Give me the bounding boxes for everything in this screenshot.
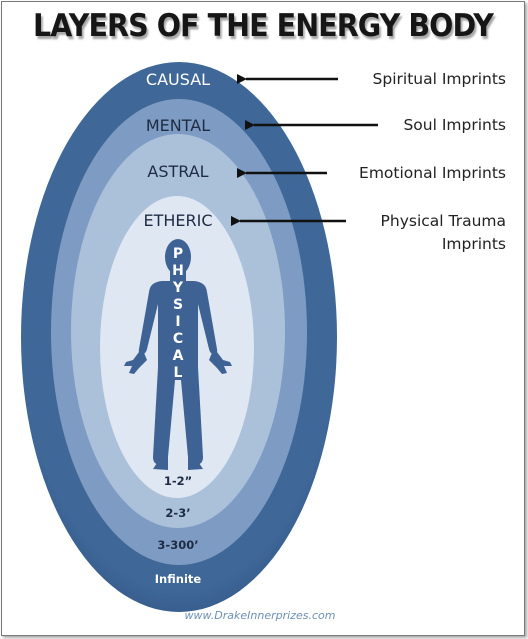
physical-letter: P [173, 246, 183, 262]
physical-trauma-imprints-label: Physical Trauma [381, 212, 506, 230]
astral-distance: 2-3’ [165, 506, 190, 520]
etheric-label: ETHERIC [143, 211, 212, 230]
physical-letter: C [173, 331, 183, 347]
soul-imprints-label: Soul Imprints [403, 116, 506, 134]
physical-letter: Y [172, 280, 184, 296]
energy-body-diagram: P H Y S I C A L CAUSAL MENTAL ASTRAL ETH… [21, 62, 506, 622]
causal-label: CAUSAL [146, 70, 210, 89]
etheric-distance: 1-2” [164, 474, 192, 488]
human-figure-icon [124, 239, 232, 470]
physical-trauma-imprints-label-line2: Imprints [442, 235, 506, 253]
diagram-title: LAYERS OF THE ENERGY BODY [33, 8, 494, 44]
mental-label: MENTAL [146, 116, 210, 135]
physical-letter: S [173, 297, 183, 313]
causal-distance: Infinite [155, 572, 202, 586]
astral-label: ASTRAL [147, 162, 208, 181]
physical-letter: A [173, 348, 184, 364]
physical-letter: I [175, 314, 180, 330]
physical-letter: L [174, 365, 183, 381]
mental-distance: 3-300’ [157, 538, 198, 552]
physical-label: P H Y S I C A L [172, 246, 184, 381]
website-footer: www.DrakeInnerprizes.com [185, 609, 336, 622]
emotional-imprints-label: Emotional Imprints [359, 164, 506, 182]
physical-letter: H [172, 263, 184, 279]
spiritual-imprints-label: Spiritual Imprints [373, 70, 506, 88]
